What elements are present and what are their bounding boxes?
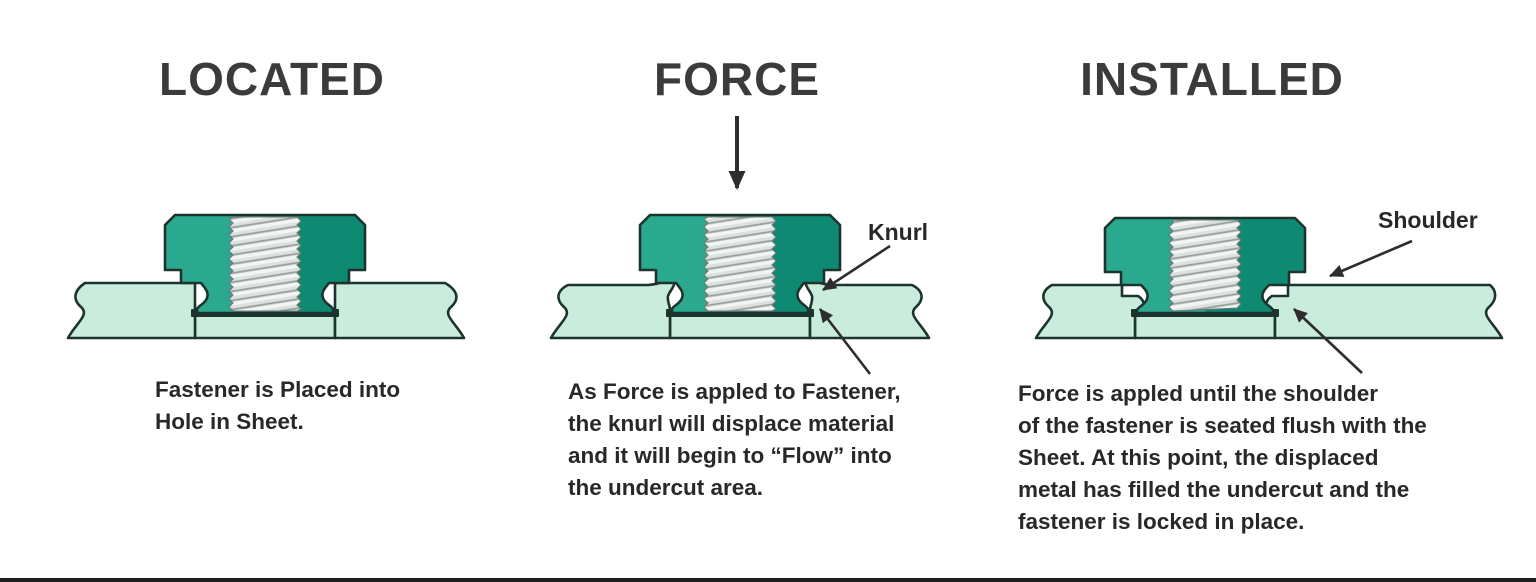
sheet-right: [333, 281, 466, 340]
sheet-center-block: [1133, 313, 1277, 340]
shoulder-label: Shoulder: [1378, 207, 1478, 233]
fastener-outline: [638, 213, 842, 315]
sheet-center-block: [668, 313, 812, 340]
undercut-arrow: [1293, 308, 1363, 374]
stage-title-located: LOCATED: [159, 53, 385, 105]
located-diagram: [66, 213, 466, 340]
fastener-body: [165, 215, 365, 313]
installed-diagram: Shoulder: [1034, 207, 1504, 374]
image-bottom-border: [0, 578, 1536, 582]
sheet-left: [66, 281, 197, 340]
fastener-body: [640, 215, 840, 313]
thread-bore: [1168, 219, 1242, 312]
pilot-bottom-line: [191, 309, 339, 317]
pilot-bottom-line: [666, 309, 814, 317]
fastener-outline: [1103, 216, 1307, 315]
sheet-left-flush: [1034, 283, 1146, 340]
sheet-center-block: [193, 313, 337, 340]
fastener-outline: [163, 213, 367, 315]
stage-title-force: FORCE: [654, 53, 820, 105]
knurl-label: Knurl: [868, 219, 928, 245]
sheet-left-deformed: [549, 274, 676, 340]
sheet-right-deformed: [804, 274, 931, 340]
fastener-body-shaded-half: [1205, 218, 1305, 313]
force-diagram: Knurl: [549, 116, 931, 375]
fastener-body-shaded-half: [740, 215, 840, 313]
thread-bore: [228, 216, 302, 312]
stage-title-installed: INSTALLED: [1080, 53, 1344, 105]
fastener-body-shaded-half: [265, 215, 365, 313]
thread-bore: [703, 216, 777, 312]
stage-description-force: As Force is appled to Fastener,the knurl…: [568, 379, 901, 500]
shoulder-arrow: [1329, 239, 1413, 278]
knurl-arrow-lower: [818, 308, 872, 375]
pilot-bottom-line: [1131, 309, 1279, 317]
sheet-right-flush: [1264, 283, 1504, 340]
fastener-body: [1105, 218, 1305, 313]
knurl-arrow-upper: [822, 244, 891, 292]
